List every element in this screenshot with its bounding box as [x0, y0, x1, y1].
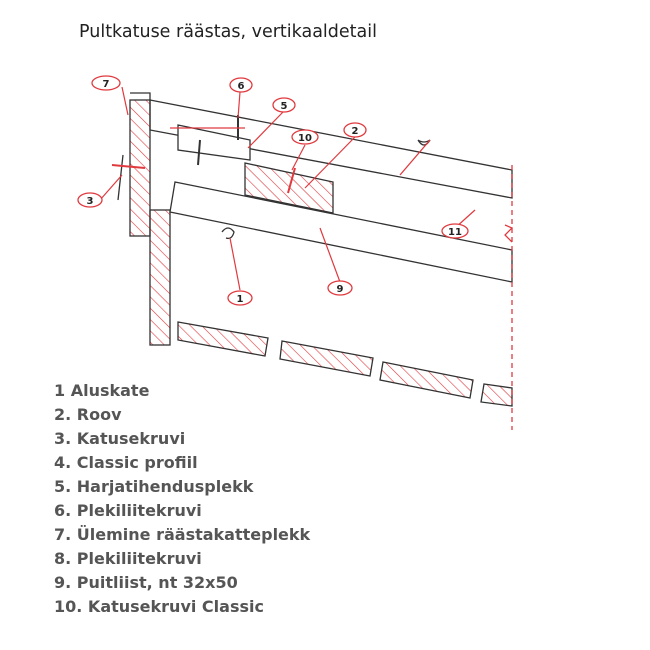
- slat-2: [279, 340, 374, 377]
- callout-11: 11: [441, 223, 469, 239]
- callout-6: 6: [229, 77, 253, 93]
- legend-item-3: 3. Katusekruvi: [54, 429, 186, 448]
- callout-11-label: 11: [448, 227, 462, 238]
- screw-6b-icon: [197, 139, 201, 166]
- callout-3-label: 3: [87, 196, 94, 207]
- callout-1-label: 1: [237, 294, 244, 305]
- callout-1: 1: [227, 290, 253, 306]
- slat-4: [480, 383, 513, 407]
- callout-7-label: 7: [103, 79, 110, 90]
- structure-drawing: [111, 92, 514, 430]
- legend-item-8: 8. Plekiliitekruvi: [54, 549, 202, 568]
- callout-7: 7: [91, 75, 121, 91]
- slat-1: [177, 321, 269, 357]
- callout-5: 5: [272, 97, 296, 113]
- legend-item-1: 1 Aluskate: [54, 381, 150, 400]
- eave-flashing: [130, 92, 151, 100]
- callout-2: 2: [343, 122, 367, 138]
- legend-item-9: 9. Puitliist, nt 32x50: [54, 573, 238, 592]
- legend-item-6: 6. Plekiliitekruvi: [54, 501, 202, 520]
- legend-item-7: 7. Ülemine räästakatteplekk: [54, 525, 311, 544]
- callout-5-label: 5: [281, 101, 288, 112]
- callout-leaders: [99, 86, 476, 291]
- callout-2-label: 2: [352, 126, 359, 137]
- callout-6-label: 6: [238, 81, 245, 92]
- callout-10: 10: [291, 129, 319, 145]
- slope-arrow: [399, 139, 431, 176]
- legend-item-4: 4. Classic profiil: [54, 453, 198, 472]
- legend-item-5: 5. Harjatihendusplekk: [54, 477, 254, 496]
- callout-9-label: 9: [337, 284, 344, 295]
- screw-10-icon: [287, 167, 296, 194]
- legend-item-10: 10. Katusekruvi Classic: [54, 597, 264, 616]
- lower-fascia-board: [149, 209, 171, 346]
- legend-item-2: 2. Roov: [54, 405, 122, 424]
- callout-10-label: 10: [298, 133, 312, 144]
- callout-9: 9: [327, 280, 353, 296]
- hook-1-icon: [221, 227, 235, 240]
- underlay-edge: [504, 224, 514, 243]
- callout-3: 3: [77, 192, 103, 208]
- slat-3: [379, 361, 474, 399]
- page-title: Pultkatuse räästas, vertikaaldetail: [79, 22, 377, 42]
- ridge-seal-plate: [177, 124, 251, 161]
- screw-3-icon: [111, 164, 146, 169]
